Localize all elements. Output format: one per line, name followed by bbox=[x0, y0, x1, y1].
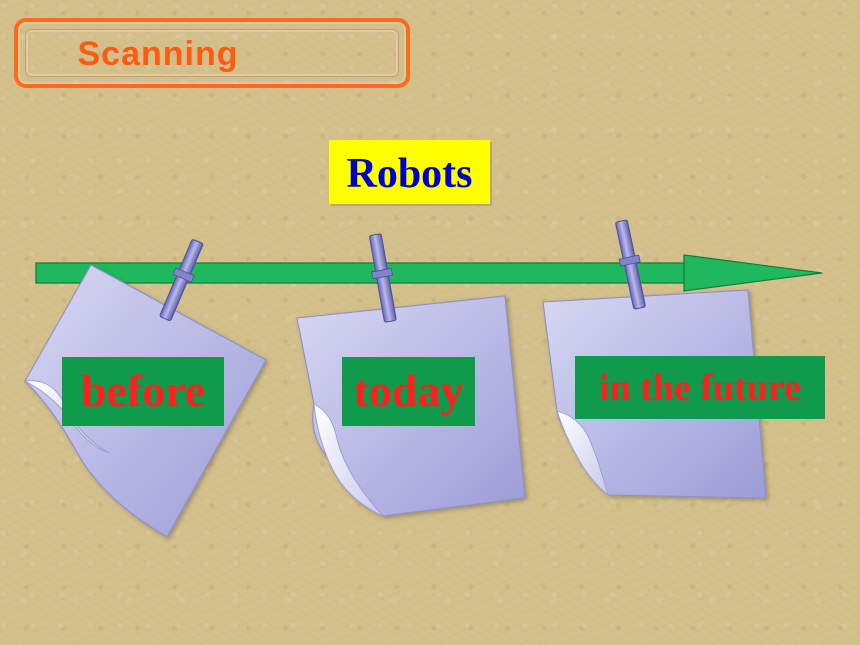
paper-note-fold-icon bbox=[313, 403, 384, 517]
robots-title: Robots bbox=[346, 151, 473, 197]
scanning-heading-box: Scanning bbox=[14, 18, 410, 88]
today-label: today bbox=[353, 365, 464, 416]
clothespin-spring-icon bbox=[371, 267, 393, 280]
before-label-box: before bbox=[62, 357, 224, 426]
timeline-arrow-head bbox=[683, 254, 823, 292]
scanning-heading-inner-border bbox=[26, 30, 398, 76]
scanning-title: Scanning bbox=[77, 35, 239, 73]
timeline-arrow-shaft bbox=[35, 262, 689, 284]
clothespin-spring-icon bbox=[618, 254, 641, 267]
clothespin-icon bbox=[159, 239, 204, 321]
timeline-arrow-icon bbox=[35, 254, 823, 292]
clothespin-future bbox=[615, 219, 646, 310]
clothespin-before bbox=[159, 239, 204, 321]
future-label-box: in the future bbox=[575, 356, 825, 419]
robots-topic-box: Robots bbox=[329, 140, 490, 204]
clothespin-icon bbox=[369, 233, 397, 323]
future-label: in the future bbox=[599, 367, 801, 409]
clothespin-spring-icon bbox=[172, 267, 195, 283]
paper-note-fold-icon bbox=[556, 410, 609, 497]
paper-note-fold-icon bbox=[23, 380, 110, 454]
today-label-box: today bbox=[342, 357, 475, 426]
before-label: before bbox=[80, 365, 206, 416]
clothespin-icon bbox=[615, 219, 646, 310]
clothespin-today bbox=[369, 233, 397, 323]
